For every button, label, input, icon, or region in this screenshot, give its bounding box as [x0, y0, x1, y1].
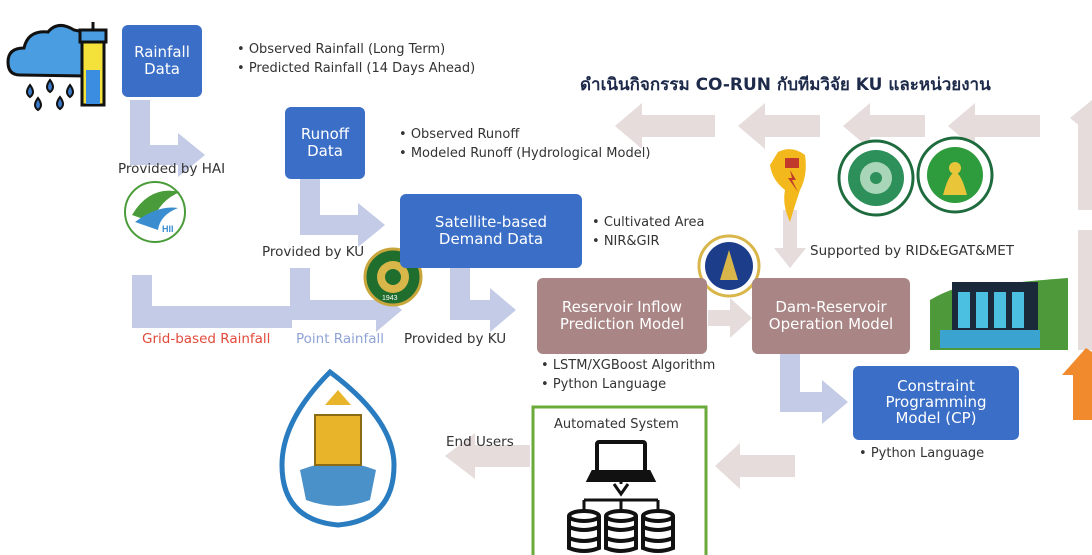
cp-bullets: Python Language [859, 445, 984, 464]
cp-node-line1: Constraint [897, 377, 975, 396]
network-icon [582, 482, 660, 510]
runoff-bullet: Observed Runoff [399, 126, 650, 145]
runoff-bullets: Observed Runoff Modeled Runoff (Hydrolog… [399, 126, 651, 164]
orange-arrow [1062, 348, 1092, 420]
provided-by-hai-label: Provided by HAI [118, 161, 226, 177]
arrow-inflow-to-dam [708, 298, 752, 338]
arrow-right-up-2 [1078, 230, 1092, 350]
database-icon [567, 509, 675, 553]
rid-seal-logo [837, 139, 915, 217]
arrow-top-3 [738, 103, 820, 149]
rain-cloud-icon [6, 22, 108, 112]
rainfall-bullet: Observed Rainfall (Long Term) [237, 41, 475, 60]
arrow-top-2 [843, 103, 925, 149]
satellite-node-line1: Satellite-based [434, 212, 548, 231]
provided-by-ku-label-2: Provided by KU [404, 331, 507, 347]
provided-by-ku-label-1: Provided by KU [262, 244, 365, 260]
dam-node-line1: Dam-Reservoir [775, 297, 887, 316]
rainfall-node-line2: Data [144, 60, 180, 78]
runoff-node-line2: Data [307, 142, 343, 160]
satellite-node-line2: Demand Data [438, 230, 544, 248]
cp-node-line3: Model (CP) [895, 408, 977, 427]
automated-system-label: Automated System [554, 417, 679, 432]
rainfall-bullet: Predicted Rainfall (14 Days Ahead) [237, 60, 475, 79]
arrow-automated-to-users [445, 433, 530, 479]
university-seal-logo [697, 234, 761, 298]
inflow-bullets: LSTM/XGBoost Algorithm Python Language [541, 357, 716, 395]
runoff-node-line1: Runoff [300, 124, 350, 143]
dam-node-line2: Operation Model [768, 315, 894, 333]
cp-bullet: Python Language [859, 445, 984, 464]
onwr-logo [279, 368, 397, 528]
arrow-runoff-to-satellite [300, 175, 385, 247]
hii-logo-text: HII [162, 224, 174, 234]
dam-illustration [930, 278, 1068, 350]
satellite-bullet: Cultivated Area [592, 214, 705, 233]
arrow-point-rainfall [290, 268, 402, 332]
arrow-right-up-head [1070, 100, 1092, 136]
arrow-rainfall-to-runoff [130, 100, 205, 177]
satellite-bullet: NIR&GIR [592, 233, 705, 252]
computer-icon [585, 440, 657, 482]
rainfall-node-line1: Rainfall [134, 42, 190, 61]
satellite-bullets: Cultivated Area NIR&GIR [592, 214, 705, 252]
arrow-dam-to-cp [780, 354, 848, 424]
end-users-label: End Users [446, 434, 514, 450]
arrow-top-1 [948, 103, 1040, 149]
inflow-bullet: Python Language [541, 376, 715, 395]
hii-logo: HII [124, 181, 186, 243]
point-rainfall-label: Point Rainfall [296, 331, 385, 347]
activity-title: ดำเนินกิจกรรม CO-RUN กับทีมวิจัย KU และห… [580, 75, 991, 95]
arrow-support-down [774, 210, 806, 268]
tmd-seal-logo [916, 136, 994, 214]
ku-logo-year: 1943 [382, 295, 398, 302]
cp-node-line2: Programming [885, 393, 987, 412]
inflow-bullet: LSTM/XGBoost Algorithm [541, 357, 716, 376]
inflow-node-line2: Prediction Model [559, 315, 685, 333]
supported-by-label: Supported by RID&EGAT&MET [810, 243, 1015, 259]
arrow-satellite-to-inflow [450, 268, 516, 332]
arrow-cp-to-automated [715, 443, 795, 489]
rainfall-bullets: Observed Rainfall (Long Term) Predicted … [237, 41, 475, 79]
egat-logo [770, 149, 806, 222]
arrow-right-up-1 [1078, 120, 1092, 210]
inflow-node-line1: Reservoir Inflow [561, 297, 683, 316]
arrow-grid-rainfall [132, 275, 292, 328]
grid-rainfall-label: Grid-based Rainfall [142, 331, 271, 347]
runoff-bullet: Modeled Runoff (Hydrological Model) [399, 145, 651, 164]
